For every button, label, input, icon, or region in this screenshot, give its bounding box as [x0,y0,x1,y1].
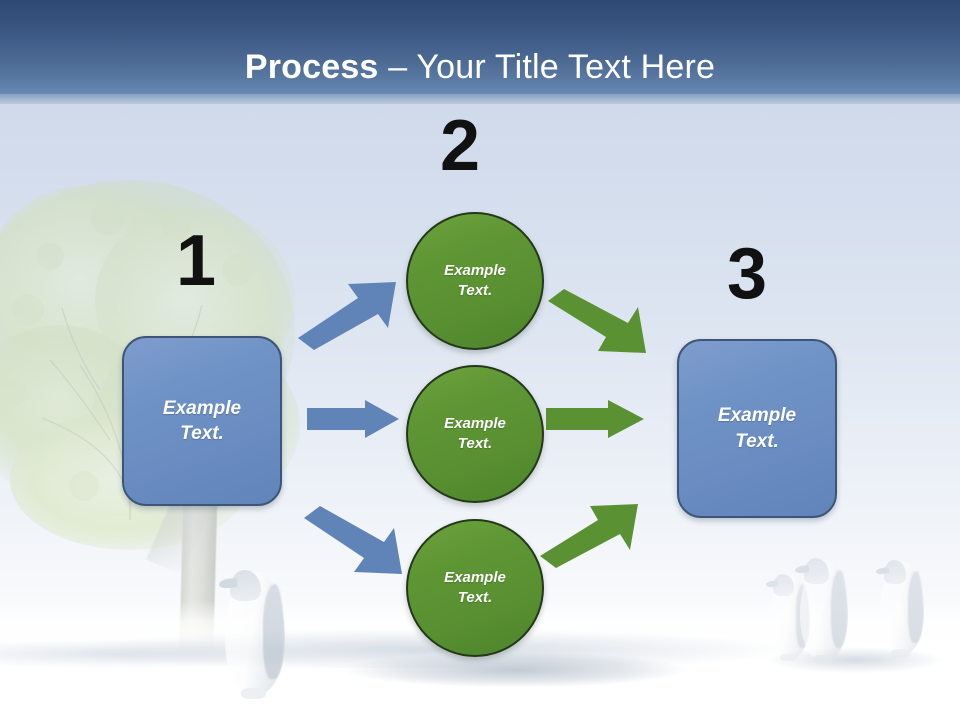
arrow-circle-3-to-box[interactable] [540,500,648,570]
arrow-box-to-circle-2[interactable] [307,400,399,438]
title-rest: Your Title Text Here [416,48,716,86]
output-box-line-1: Example [717,405,797,427]
step-number-3: 3 [727,234,768,314]
arrow-box-to-circle-1[interactable] [296,278,402,350]
penguins-image [794,558,848,664]
output-box[interactable]: Example Text. [677,339,837,518]
input-box-label: Example Text. [163,396,241,446]
arrow-circle-1-to-box[interactable] [548,287,656,357]
title-bar-gloss [0,94,960,104]
output-box-line-2: Text. [735,430,779,452]
penguins-image [765,574,810,662]
process-circle-1-label: Example Text. [444,261,506,301]
process-circle-3-line-2: Text. [457,589,493,606]
process-circle-1-line-1: Example [444,262,506,280]
process-circle-2-label: Example Text. [444,414,506,454]
input-box-line-1: Example [162,397,242,419]
input-box[interactable]: Example Text. [122,336,282,506]
snow-shadow-center [300,648,730,692]
process-circle-1-line-2: Text. [457,282,493,299]
page-title: Process – Your Title Text Here [0,48,960,86]
process-circle-2-line-1: Example [444,415,506,433]
title-separator: – [378,48,417,86]
tree-trunk [176,490,218,720]
process-circle-2-line-2: Text. [457,435,493,452]
process-circle-3-label: Example Text. [444,568,506,608]
step-number-1: 1 [176,221,217,301]
process-circle-1[interactable]: Example Text. [406,212,544,350]
snow-shadow-right [740,640,960,680]
penguins-image [875,560,924,658]
output-box-label: Example Text. [718,403,796,453]
step-number-2: 2 [440,106,481,186]
process-circle-3-line-1: Example [444,569,506,587]
title-bar [0,0,960,104]
input-box-line-2: Text. [180,423,224,444]
arrow-circle-2-to-box[interactable] [546,400,644,438]
title-strong: Process [244,48,379,86]
arrow-box-to-circle-3[interactable] [302,506,408,578]
penguin-image [218,569,285,699]
process-circle-2[interactable]: Example Text. [406,365,544,503]
process-circle-3[interactable]: Example Text. [406,519,544,657]
